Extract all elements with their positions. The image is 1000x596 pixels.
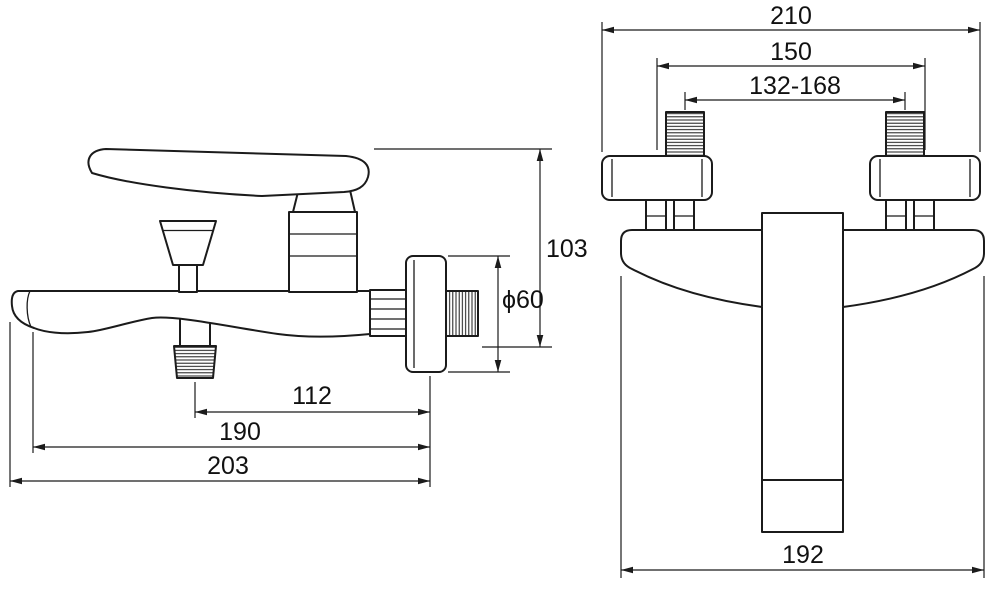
dim-label-center-distance: 150: [770, 38, 812, 66]
right-threaded-pipe: [885, 111, 925, 159]
extension-lines: [656, 58, 926, 150]
left-threaded-pipe: [665, 111, 705, 159]
dim-side-height: 103: [374, 148, 588, 348]
front-view-dimensions: 210 150 132-168 192: [601, 2, 985, 578]
dim-side-spout-reach: 190: [32, 332, 430, 453]
dim-side-flange-diameter: ϕ60: [448, 255, 544, 373]
left-wall-flange: [601, 155, 713, 201]
threaded-nipple: [445, 290, 479, 337]
step-ribs: [370, 298, 406, 330]
dim-front-center-distance: 150: [656, 38, 926, 150]
wall-connection-step: [369, 289, 407, 337]
body-column: [288, 211, 358, 293]
dim-label-body-width: 192: [782, 541, 824, 569]
dim-label-overall-depth: 203: [207, 452, 249, 480]
body-seam-lines: [289, 233, 357, 257]
right-union-nuts: [885, 199, 935, 232]
flange-edge-lines: [611, 159, 703, 197]
dim-front-adjust-range: 132-168: [684, 72, 906, 110]
dim-front-overall-width: 210: [601, 2, 981, 152]
dim-label-height: 103: [546, 235, 588, 263]
dim-side-hose-offset: 112: [194, 382, 430, 418]
dim-front-body-width: 192: [620, 276, 985, 578]
lever-handle: [87, 148, 370, 197]
diverter-knob: [159, 220, 217, 293]
side-view: [10, 148, 479, 379]
left-union-nuts: [645, 199, 695, 232]
hose-connector-thread: [173, 345, 217, 379]
extension-lines: [620, 276, 985, 578]
side-view-dimensions: 103 ϕ60 112 190 203: [9, 148, 588, 487]
dim-label-hose-offset: 112: [292, 382, 332, 410]
column-edge-lines: [761, 230, 844, 307]
mixer-body-front: [620, 212, 985, 533]
front-view: [601, 111, 985, 533]
wall-flange: [405, 255, 447, 373]
dim-side-overall-depth: 203: [9, 322, 430, 487]
dim-label-overall-width: 210: [770, 2, 812, 30]
flange-edge-lines: [879, 159, 971, 197]
extension-lines: [601, 22, 981, 152]
dim-label-flange-diameter: ϕ60: [502, 286, 544, 314]
diverter-stem: [178, 264, 198, 293]
right-wall-flange: [869, 155, 981, 201]
dim-label-spout-reach: 190: [219, 418, 261, 446]
dim-label-adjust-range: 132-168: [749, 72, 841, 100]
spout-tip-detail: [26, 290, 32, 328]
spout-body: [10, 290, 371, 338]
